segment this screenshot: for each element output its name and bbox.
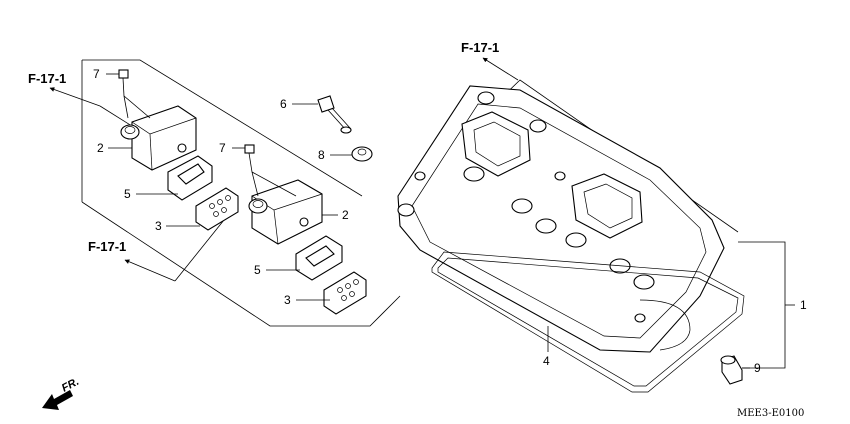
- part-number-2b: 2: [342, 208, 349, 222]
- reference-arrows: [49, 57, 519, 282]
- part-number-4: 4: [543, 354, 550, 368]
- part-number-3b: 3: [284, 293, 291, 307]
- breather-bolt: [317, 95, 352, 134]
- part-number-8: 8: [318, 148, 325, 162]
- front-arrow-icon: [42, 390, 73, 410]
- cover-grommet: [720, 355, 743, 385]
- reference-labels: F-17-1 F-17-1 F-17-1: [28, 40, 499, 254]
- coil-seal-lower: [295, 235, 343, 281]
- coil-plate-lower: [323, 271, 367, 315]
- part-numbers: 7 2 5 3 7 2 5 3 6 8 4 1 9: [93, 67, 807, 375]
- coil-group-frame: [81, 59, 401, 327]
- part-number-3a: 3: [155, 219, 162, 233]
- front-direction-indicator: FR.: [42, 376, 81, 410]
- cover-gasket: [431, 251, 745, 393]
- ref-label-top-left: F-17-1: [28, 71, 66, 86]
- ignition-coil-lower: [244, 144, 323, 245]
- figure-code: MEE3-E0100: [737, 408, 804, 419]
- cylinder-head-cover: [397, 85, 725, 353]
- part-number-5b: 5: [254, 263, 261, 277]
- leader-lines: [106, 73, 750, 369]
- coil-plate-upper: [195, 187, 239, 231]
- ignition-coil-upper: [118, 69, 197, 171]
- part-number-1: 1: [800, 298, 807, 312]
- front-label: FR.: [60, 376, 81, 395]
- part-number-7a: 7: [93, 67, 100, 81]
- sealing-washer: [351, 146, 373, 162]
- ref-label-top-right: F-17-1: [461, 40, 499, 55]
- part-number-9: 9: [754, 361, 761, 375]
- part-number-2a: 2: [97, 141, 104, 155]
- part-number-5a: 5: [124, 187, 131, 201]
- part-number-7b: 7: [219, 141, 226, 155]
- part-number-6: 6: [280, 97, 287, 111]
- coil-seal-upper: [167, 155, 213, 201]
- ref-label-bottom-left: F-17-1: [88, 239, 126, 254]
